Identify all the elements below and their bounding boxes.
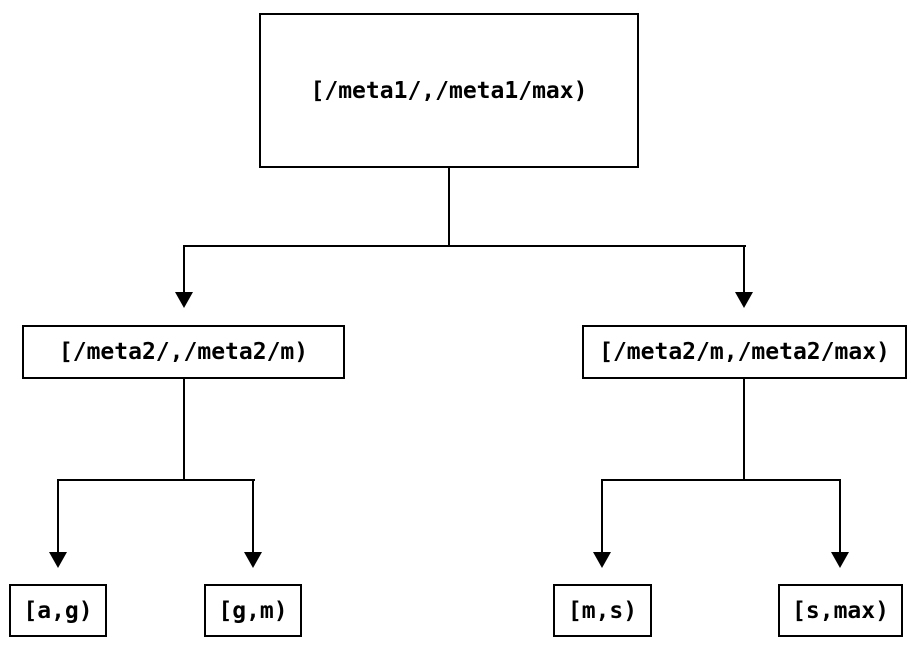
node-root: [/meta1/,/meta1/max) [259, 13, 639, 168]
connector-right-crossbar [601, 479, 841, 481]
arrow-down-icon [244, 552, 262, 568]
connector-drop-right-left [601, 480, 603, 552]
connector-root-stem [448, 168, 450, 246]
connector-drop-right [743, 246, 745, 292]
connector-left-crossbar [57, 479, 255, 481]
connector-drop-right-right [839, 480, 841, 552]
node-right-right: [s,max) [778, 584, 903, 637]
node-right-left: [m,s) [553, 584, 652, 637]
connector-drop-left-left [57, 480, 59, 552]
connector-drop-left-right [252, 480, 254, 552]
node-right: [/meta2/m,/meta2/max) [582, 325, 907, 379]
arrow-down-icon [593, 552, 611, 568]
node-left-left: [a,g) [9, 584, 107, 637]
node-left: [/meta2/,/meta2/m) [22, 325, 345, 379]
arrow-down-icon [175, 292, 193, 308]
connector-root-crossbar [183, 245, 746, 247]
arrow-down-icon [831, 552, 849, 568]
arrow-down-icon [735, 292, 753, 308]
connector-left-stem [183, 379, 185, 480]
node-left-right: [g,m) [204, 584, 302, 637]
arrow-down-icon [49, 552, 67, 568]
connector-drop-left [183, 246, 185, 292]
connector-right-stem [743, 379, 745, 480]
